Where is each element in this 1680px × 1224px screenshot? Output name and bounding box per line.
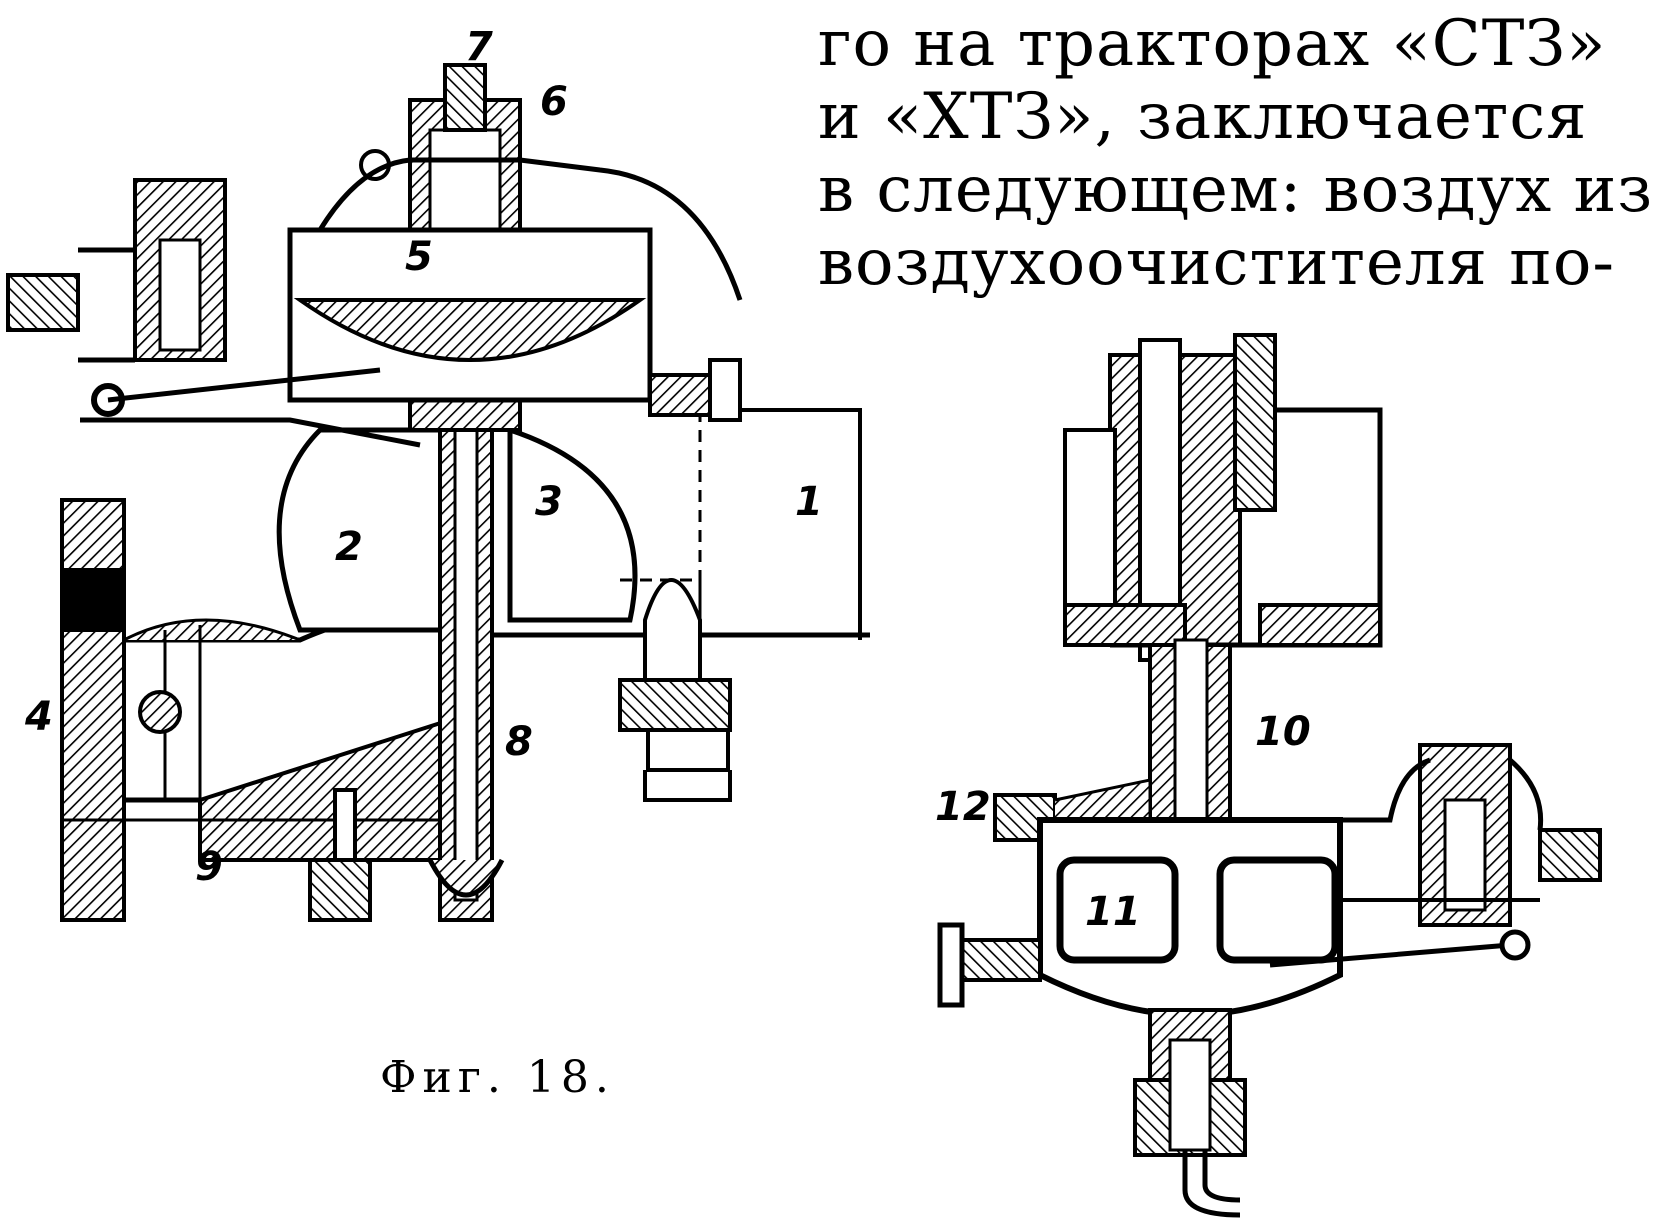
label-1: 1 <box>795 479 823 525</box>
label-11: 11 <box>1085 889 1141 935</box>
right-labels: 10 11 12 <box>935 709 1311 935</box>
label-7: 7 <box>465 24 493 70</box>
lower-body <box>198 717 452 862</box>
label-4: 4 <box>24 694 53 740</box>
left-labels: 1 2 3 4 5 6 7 8 9 <box>24 24 823 890</box>
needle-cap <box>443 63 487 132</box>
throttle-valve <box>138 690 182 734</box>
body-text: го на тракторах «СТЗ» и «ХТЗ», заключает… <box>818 8 1676 300</box>
text-line-4: воздухоочистителя по- <box>818 226 1616 300</box>
right-fuel-nozzle <box>1538 828 1602 882</box>
right-float-right <box>1216 856 1339 964</box>
left-flange <box>60 498 126 922</box>
text-line-2: и «ХТЗ», заключается <box>818 80 1588 154</box>
fuel-nozzle <box>6 273 80 332</box>
label-2: 2 <box>335 524 363 570</box>
flange-block <box>60 568 126 632</box>
label-9: 9 <box>195 844 223 890</box>
right-float-left <box>1056 856 1179 964</box>
idle-jet <box>643 578 702 682</box>
mixing-chamber <box>276 427 473 633</box>
drain-plug <box>308 858 372 922</box>
figure-caption: Фиг. 18. <box>380 1052 615 1103</box>
text-line-1: го на тракторах «СТЗ» <box>818 7 1607 81</box>
left-carburetor-section <box>6 63 870 922</box>
label-10: 10 <box>1255 709 1311 755</box>
adjuster-screw <box>648 373 712 417</box>
text-line-3: в следующем: воздух из <box>818 153 1654 227</box>
label-8: 8 <box>505 719 533 765</box>
right-carburetor-section <box>937 333 1602 1218</box>
label-5: 5 <box>405 234 433 280</box>
label-12: 12 <box>935 784 991 830</box>
float <box>293 298 647 362</box>
label-3: 3 <box>535 479 563 525</box>
right-adjuster <box>958 938 1042 982</box>
drain-tube <box>1182 1150 1241 1218</box>
label-6: 6 <box>540 79 568 125</box>
float-lever <box>107 367 381 403</box>
